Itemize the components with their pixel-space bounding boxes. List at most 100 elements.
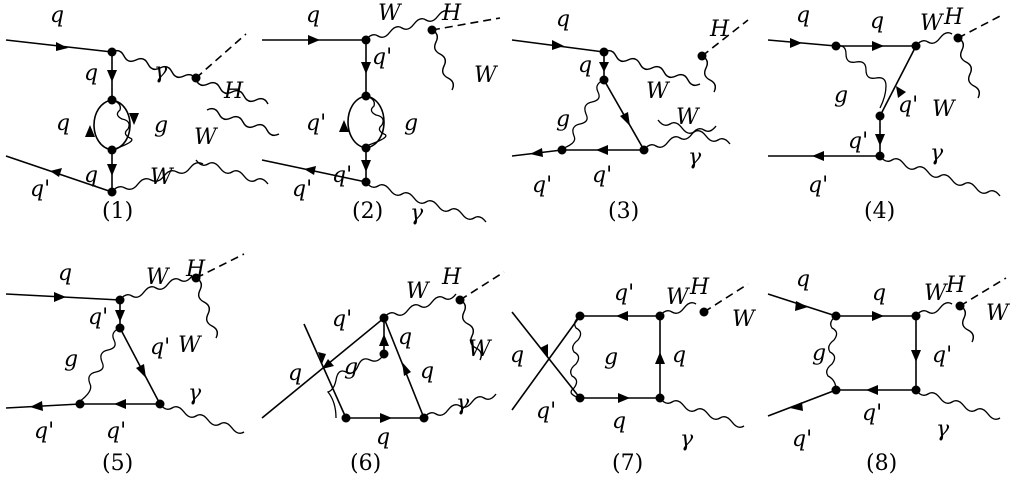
photon-line [423,393,497,419]
diagram-7: q' W H W q g q q' q γ (7) [510,275,757,476]
label: q' [332,307,352,332]
diagram-3: q H q W W g q' q' γ (3) [511,7,749,224]
arrow [129,113,139,125]
diagram-2: q W H W q' q' q' q' g γ (2) [261,1,501,226]
label: q [510,343,524,368]
label: q [796,267,810,292]
higgs-line [459,271,505,301]
vertex [115,323,125,333]
vertex [911,41,921,51]
higgs-line [959,277,1007,307]
label: q' [862,401,882,426]
label: W [178,333,203,358]
label: H [709,17,730,42]
higgs-line [957,13,1005,39]
label: W [378,1,403,26]
arrow [530,148,543,157]
arrow [85,125,95,137]
w-line [915,301,953,317]
diagram-5: q W H q' g q' W q' q' γ (5) [5,253,245,476]
gluon [557,79,605,151]
arrow [866,385,878,395]
label: W [924,281,949,306]
vertex [361,177,371,187]
label: γ [456,391,470,416]
photon-line [365,181,487,223]
label: W [732,307,757,332]
line [511,315,581,411]
label: q' [30,177,50,202]
gluon [835,45,887,109]
w-line [643,125,717,151]
arrow [872,41,884,51]
label: γ [688,145,702,170]
arrow [380,413,392,423]
label: q' [106,419,126,444]
arrow [54,292,66,302]
label: g [834,83,848,108]
label: q' [332,163,352,188]
label: H [441,1,462,26]
label: q' [532,173,552,198]
vertex [575,311,585,321]
w-line [111,161,204,193]
label: q [84,163,98,188]
arrow [56,42,68,51]
vertex [699,307,709,317]
arrow [790,402,803,411]
label: W [468,337,493,362]
label: q [288,361,302,386]
label: γ [936,417,950,442]
arrow [379,334,389,346]
label: q [796,3,810,28]
arrow [136,364,146,378]
arrow [795,301,808,311]
label: g [556,107,570,132]
gluon [365,95,387,147]
w-line [915,31,953,47]
diagram-number: (4) [864,199,895,224]
arrow [911,350,921,362]
diagram-number: (6) [350,451,381,476]
w-line [365,9,451,41]
diagram-8: q q W H W g q' q' γ q' (8) [767,267,1011,476]
vertex [831,41,841,51]
arrow [896,86,906,98]
label: q [306,3,320,28]
label: q [612,409,626,434]
label: γ [930,141,944,166]
label: H [945,273,966,298]
arrow [114,399,126,409]
arrow [875,134,885,146]
arrow [812,151,824,161]
line [303,323,347,419]
label: q' [808,173,828,198]
arrow [616,311,628,321]
arrow [599,62,609,72]
line [5,403,81,409]
loop [347,95,385,149]
arrow [402,362,411,376]
arrow [540,344,548,358]
arrow [339,120,349,132]
label: q [578,53,592,78]
label: q [872,281,886,306]
label: H [185,257,206,282]
label: q' [292,177,312,202]
label: W [920,11,945,36]
vertex [191,273,201,283]
arrow [552,40,564,50]
label: q [56,111,70,136]
vertex [341,413,351,423]
photon-line [195,159,269,185]
label: g [604,345,618,370]
label: W [676,105,701,130]
diagram-1: q q q q q' γ H g W W (1) [5,3,280,224]
diagram-number: (1) [102,199,133,224]
vertex [557,145,567,155]
label: H [689,275,710,300]
arrow [596,145,608,155]
label: γ [410,201,424,226]
arrow [107,70,117,82]
